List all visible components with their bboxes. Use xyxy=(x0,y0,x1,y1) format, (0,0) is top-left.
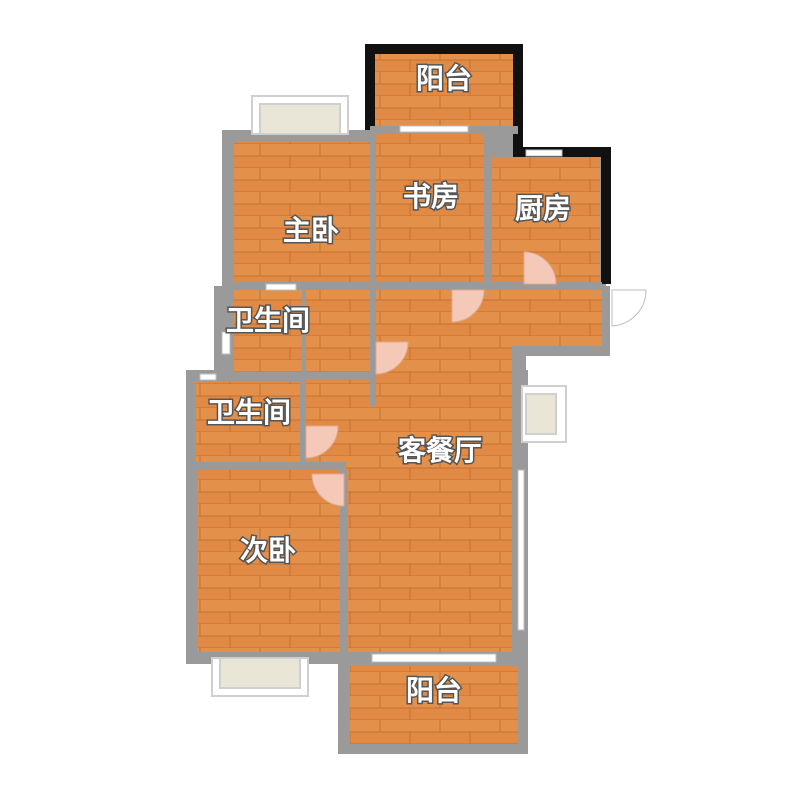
label-bathroom-1: 卫生间 xyxy=(226,304,310,337)
door-swings xyxy=(305,251,647,507)
floor-hall xyxy=(306,290,372,372)
room-floors xyxy=(196,54,602,744)
door-hall xyxy=(375,341,409,375)
door-corridor xyxy=(451,289,485,323)
door-bathroom-2 xyxy=(305,425,339,459)
floor-study xyxy=(376,134,484,284)
window-strips xyxy=(199,125,563,663)
floor-second-bedroom xyxy=(198,470,340,652)
label-balcony-south: 阳台 xyxy=(406,674,462,707)
label-bathroom-2: 卫生间 xyxy=(207,396,291,429)
floor-master-bedroom xyxy=(234,142,370,282)
label-balcony-north: 阳台 xyxy=(416,62,472,95)
door-second-bedroom xyxy=(311,473,345,507)
floor-balcony-north xyxy=(375,54,513,126)
floor-corridor-top xyxy=(376,290,602,346)
floor-bathroom-2 xyxy=(196,382,300,462)
floor-bathroom-1 xyxy=(234,290,302,374)
label-study: 书房 xyxy=(403,180,459,213)
floor-balcony-south xyxy=(350,666,518,744)
bay-window-second xyxy=(211,657,309,697)
door-kitchen xyxy=(523,251,557,285)
label-living-dining: 客餐厅 xyxy=(398,434,482,467)
bay-window-master xyxy=(251,95,349,135)
room-labels: 阳台 主卧 书房 厨房 卫生间 卫生间 客餐厅 次卧 阳台 xyxy=(205,61,572,709)
label-master-bedroom: 主卧 xyxy=(283,214,339,247)
bay-window-living xyxy=(521,385,567,443)
label-kitchen: 厨房 xyxy=(515,192,571,225)
label-second-bedroom: 次卧 xyxy=(240,534,296,567)
door-entry xyxy=(611,289,647,327)
